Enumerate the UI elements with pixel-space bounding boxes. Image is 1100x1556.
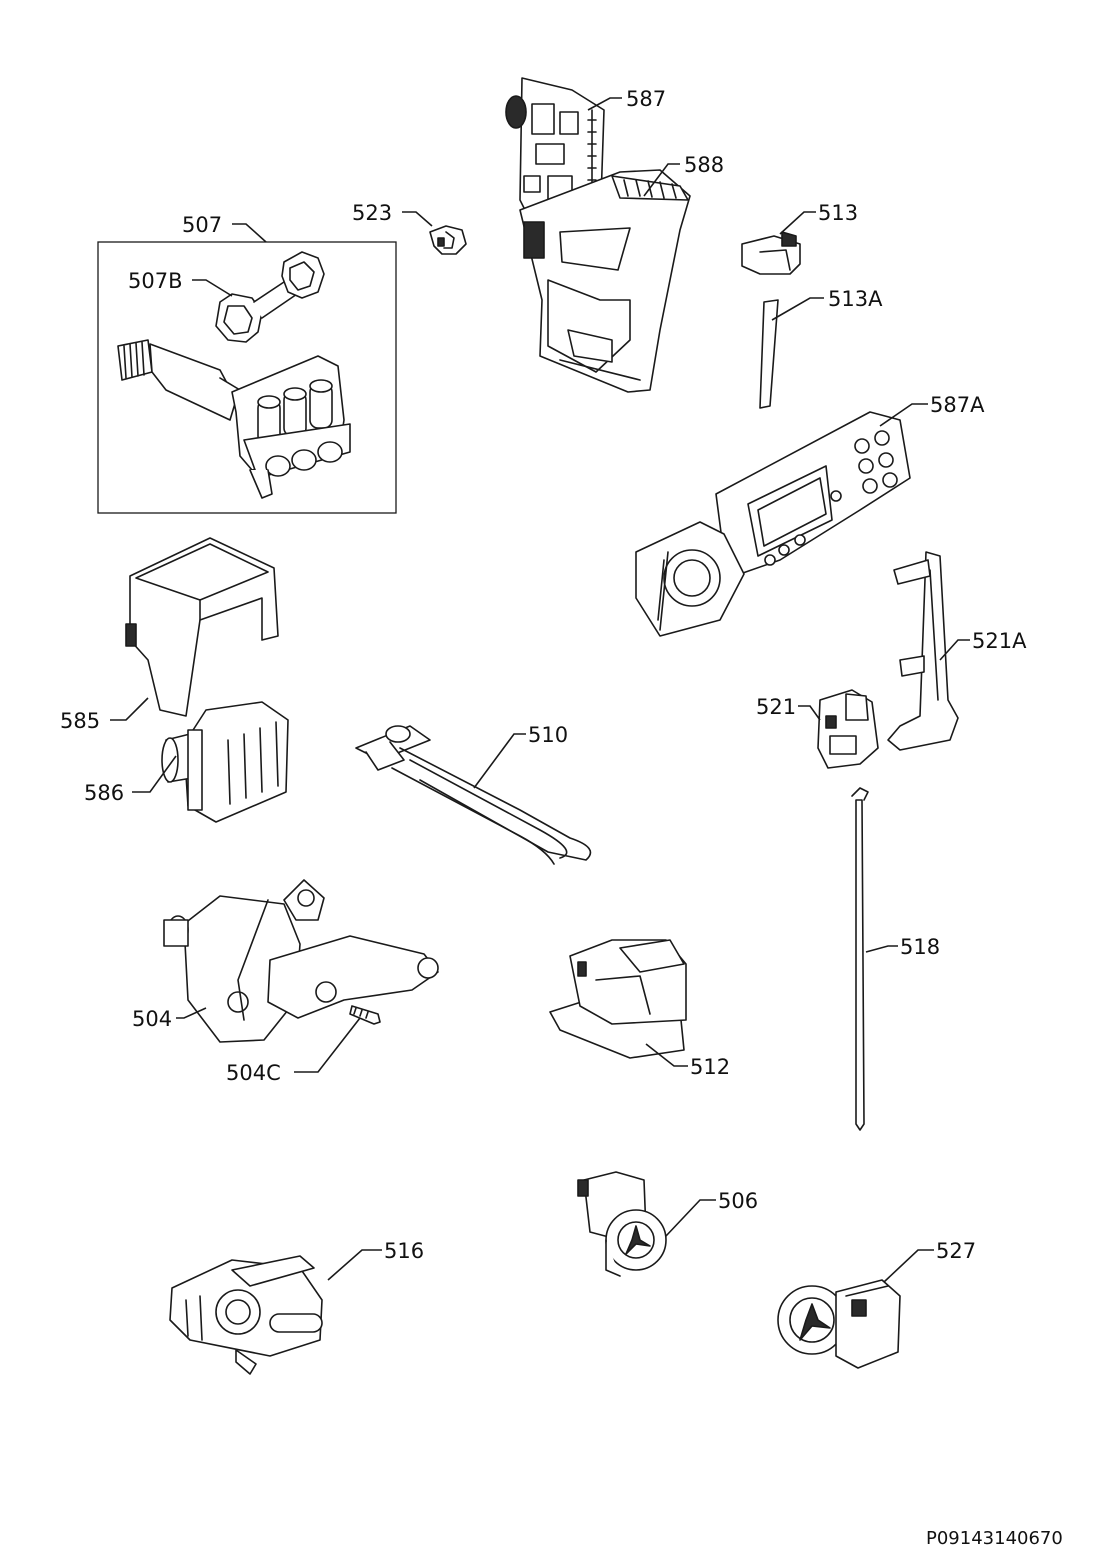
part-504c-screw[interactable] <box>349 1005 381 1025</box>
part-510-heating-element[interactable] <box>355 725 592 865</box>
label-512: 512 <box>690 1055 730 1079</box>
label-587: 587 <box>626 87 666 111</box>
label-585: 585 <box>60 709 100 733</box>
label-510: 510 <box>528 723 568 747</box>
label-516: 516 <box>384 1239 424 1263</box>
label-586: 586 <box>84 781 124 805</box>
part-586-filter[interactable] <box>161 701 289 823</box>
label-504c: 504C <box>226 1061 281 1085</box>
part-585-cover[interactable] <box>125 537 279 717</box>
part-523-clip[interactable] <box>429 225 467 255</box>
part-labels: 587 588 523 507 507B 513 513A 587A 521A … <box>60 87 1063 1549</box>
part-504-pump-motor[interactable] <box>163 879 439 1043</box>
label-521a: 521A <box>972 629 1027 653</box>
part-587a-display-board[interactable] <box>635 411 911 637</box>
label-506: 506 <box>718 1189 758 1213</box>
label-523: 523 <box>352 201 392 225</box>
label-504: 504 <box>132 1007 172 1031</box>
label-513: 513 <box>818 201 858 225</box>
valve-kit-frame <box>97 241 397 514</box>
part-518-wire-cable[interactable] <box>851 787 869 1131</box>
part-512-detergent-bracket[interactable] <box>549 939 687 1059</box>
part-521-door-lock[interactable] <box>817 689 879 769</box>
label-521: 521 <box>756 695 796 719</box>
label-588: 588 <box>684 153 724 177</box>
part-527-drain-pump[interactable] <box>777 1279 901 1369</box>
part-521a-door-lock-bracket[interactable] <box>887 551 959 751</box>
label-527: 527 <box>936 1239 976 1263</box>
label-507b: 507B <box>128 269 183 293</box>
part-516-circulation-pump[interactable] <box>169 1255 323 1375</box>
part-507b-hose-cap[interactable] <box>215 251 325 343</box>
part-588-board-housing[interactable] <box>519 169 691 393</box>
part-507-inlet-valve[interactable] <box>117 339 351 499</box>
label-587a: 587A <box>930 393 985 417</box>
part-513a-light-guide[interactable] <box>759 299 779 409</box>
label-507: 507 <box>182 213 222 237</box>
label-518: 518 <box>900 935 940 959</box>
leader-lines <box>110 97 970 1283</box>
label-513a: 513A <box>828 287 883 311</box>
part-513-light-cap[interactable] <box>741 231 801 275</box>
part-506-drain-pump[interactable] <box>577 1171 667 1277</box>
reference-code: P09143140670 <box>926 1528 1063 1549</box>
